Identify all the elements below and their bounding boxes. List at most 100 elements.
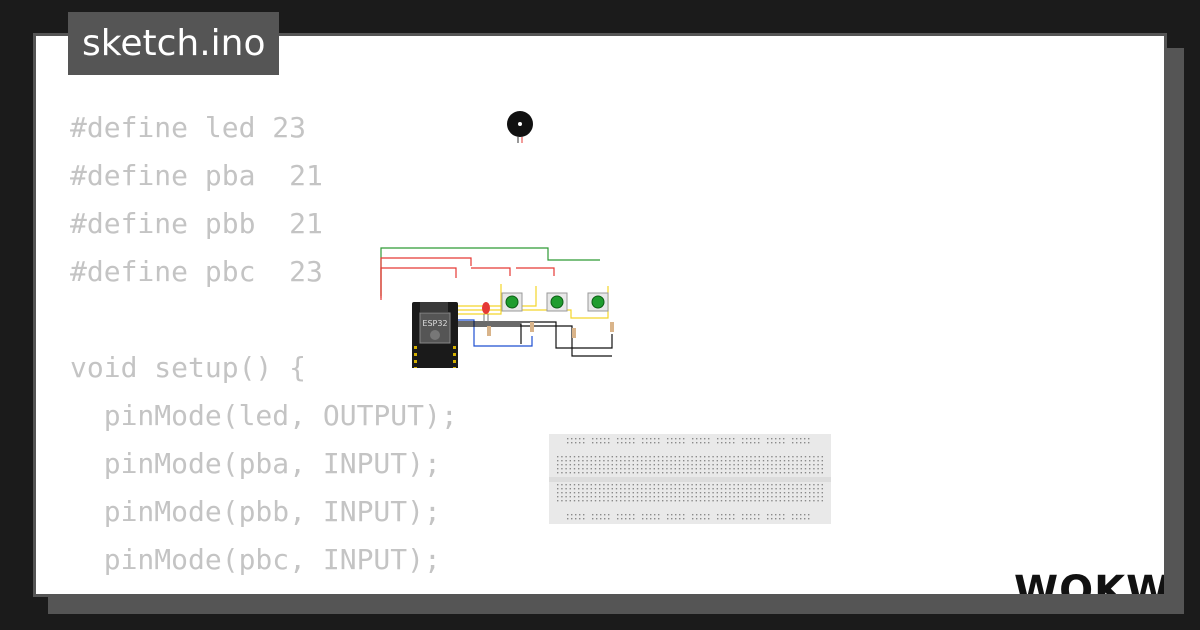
breadboard-hole	[632, 496, 634, 498]
breadboard-hole	[583, 514, 585, 516]
breadboard-hole	[578, 492, 580, 494]
breadboard-hole	[608, 518, 610, 520]
breadboard-hole	[721, 518, 723, 520]
breadboard-hole	[657, 500, 660, 502]
breadboard-hole	[561, 500, 563, 502]
breadboard-hole	[645, 464, 647, 466]
breadboard-hole	[599, 468, 601, 470]
breadboard-hole	[779, 464, 781, 466]
breadboard-hole	[590, 460, 592, 462]
breadboard-hole	[594, 500, 597, 502]
breadboard-hole	[567, 514, 569, 516]
breadboard-hole	[804, 484, 807, 486]
breadboard-hole	[679, 442, 681, 444]
breadboard-hole	[720, 488, 723, 490]
breadboard-hole	[800, 500, 802, 502]
breadboard-hole	[733, 518, 735, 520]
breadboard-hole	[657, 464, 660, 466]
breadboard-hole	[611, 460, 613, 462]
breadboard-hole	[742, 438, 744, 440]
breadboard-hole	[783, 460, 786, 462]
breadboard-hole	[758, 518, 760, 520]
breadboard-hole	[733, 496, 735, 498]
breadboard-hole	[788, 460, 790, 462]
breadboard-hole	[586, 492, 588, 494]
breadboard-hole	[817, 456, 819, 458]
breadboard-hole	[750, 442, 752, 444]
breadboard-hole	[779, 460, 781, 462]
preview-card: #define led 23 #define pba 21 #define pb…	[33, 33, 1167, 597]
breadboard-hole	[615, 500, 618, 502]
breadboard-hole	[767, 456, 769, 458]
breadboard-hole	[582, 456, 584, 458]
breadboard-hole	[792, 442, 794, 444]
breadboard-hole	[750, 464, 752, 466]
breadboard-hole	[809, 472, 811, 474]
breadboard-hole	[620, 472, 622, 474]
breadboard-hole	[607, 500, 609, 502]
breadboard-hole	[687, 468, 689, 470]
breadboard-hole	[750, 484, 752, 486]
breadboard-hole	[792, 468, 794, 470]
breadboard-hole	[625, 514, 627, 516]
breadboard-hole	[578, 456, 580, 458]
breadboard-hole	[636, 456, 639, 458]
breadboard-hole	[821, 468, 823, 470]
breadboard-hole	[746, 438, 748, 440]
breadboard-hole	[758, 500, 760, 502]
breadboard-hole	[662, 456, 664, 458]
breadboard-hole	[611, 468, 613, 470]
breadboard-hole	[788, 472, 790, 474]
breadboard-hole	[615, 488, 618, 490]
breadboard-hole	[696, 438, 698, 440]
breadboard-hole	[569, 460, 571, 462]
breadboard-hole	[611, 488, 613, 490]
breadboard-hole	[632, 488, 634, 490]
breadboard-hole	[636, 472, 639, 474]
breadboard-hole	[649, 496, 651, 498]
breadboard-hole	[657, 456, 660, 458]
breadboard-hole	[662, 472, 664, 474]
breadboard-hole	[599, 464, 601, 466]
breadboard-hole	[771, 472, 773, 474]
breadboard-hole	[767, 500, 769, 502]
breadboard-hole	[725, 492, 727, 494]
breadboard-hole	[775, 460, 777, 462]
file-tab[interactable]: sketch.ino	[68, 12, 280, 75]
breadboard-hole	[796, 442, 798, 444]
breadboard-hole	[654, 514, 656, 516]
breadboard-hole	[624, 472, 626, 474]
breadboard-hole	[775, 500, 777, 502]
breadboard-hole	[649, 464, 651, 466]
breadboard-hole	[657, 484, 660, 486]
breadboard-hole	[583, 442, 585, 444]
breadboard-hole	[695, 492, 697, 494]
breadboard-hole	[599, 472, 601, 474]
breadboard-hole	[783, 456, 786, 458]
breadboard-hole	[573, 496, 576, 498]
breadboard-hole	[586, 456, 588, 458]
breadboard-hole	[596, 514, 598, 516]
breadboard-hole	[599, 500, 601, 502]
breadboard-hole	[636, 492, 639, 494]
breadboard-hole	[775, 484, 777, 486]
breadboard-hole	[604, 518, 606, 520]
breadboard-hole	[624, 496, 626, 498]
breadboard-hole	[621, 518, 623, 520]
breadboard-hole	[594, 488, 597, 490]
breadboard-hole	[699, 468, 702, 470]
breadboard-hole	[586, 496, 588, 498]
breadboard-hole	[600, 442, 602, 444]
breadboard-hole	[750, 438, 752, 440]
breadboard-hole	[771, 500, 773, 502]
breadboard-hole	[629, 518, 631, 520]
breadboard-hole	[573, 456, 576, 458]
breadboard-hole	[620, 492, 622, 494]
breadboard-hole	[729, 484, 731, 486]
breadboard-hole	[628, 500, 630, 502]
breadboard-hole	[645, 472, 647, 474]
breadboard-hole	[628, 460, 630, 462]
breadboard-hole	[691, 484, 693, 486]
breadboard-hole	[691, 460, 693, 462]
breadboard-hole	[804, 514, 806, 516]
